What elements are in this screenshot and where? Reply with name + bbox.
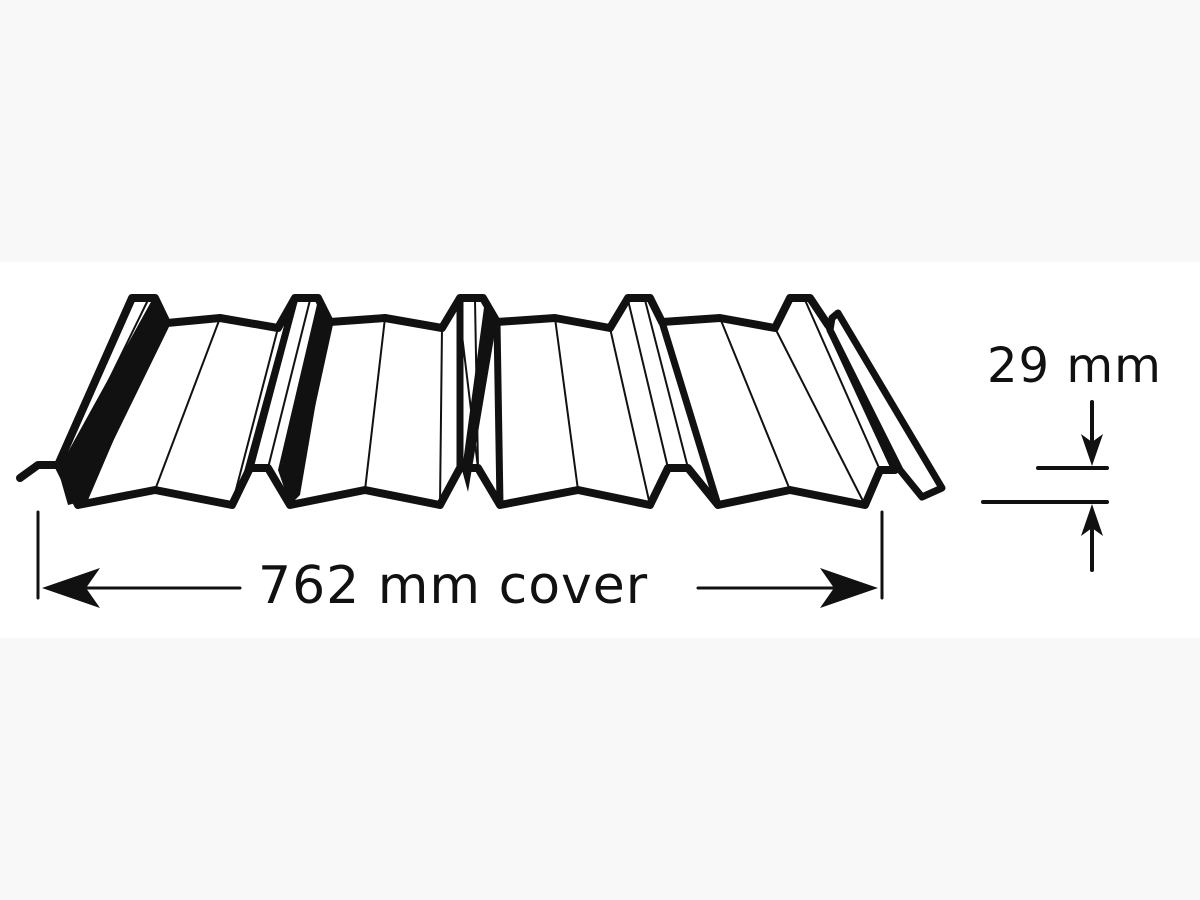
arrow-left-icon [42, 568, 100, 608]
shaded-rib-faces [58, 300, 497, 505]
arrow-down-icon [1081, 434, 1103, 466]
back-edge-profile [16, 294, 832, 482]
depth-dimension [981, 400, 1109, 572]
overlap-lip [826, 309, 946, 501]
arrow-up-icon [1081, 504, 1103, 536]
rib-depth-label: 29 mm [987, 338, 1162, 394]
front-edge-profile [54, 461, 899, 509]
cover-width-label: 762 mm cover [258, 556, 649, 616]
arrow-right-icon [820, 568, 878, 608]
fold-lines [65, 299, 881, 506]
cover-dimension [36, 510, 884, 600]
